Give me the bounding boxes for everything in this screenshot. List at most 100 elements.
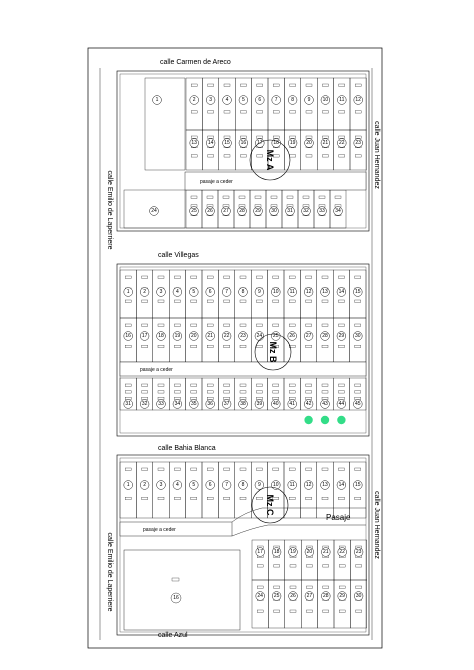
lot-number: 11 — [339, 97, 344, 103]
lot-a-16: 16 — [235, 129, 252, 171]
lot-number: 5 — [192, 289, 195, 295]
lot-number: 18 — [274, 549, 280, 555]
lot-b-1: 1 — [119, 269, 137, 319]
lot-number: 2 — [193, 97, 196, 103]
lot-b-5: 5 — [185, 269, 203, 319]
lot-b-15: 15 — [349, 269, 367, 319]
lot-b-17: 17 — [136, 317, 153, 363]
street-right-label-2: calle Juan Hernandez — [373, 491, 380, 559]
lot-b-3: 3 — [152, 269, 170, 319]
lot-c-9: 9 — [251, 461, 268, 519]
passage-a — [184, 171, 367, 191]
block-b-label: Mz B — [268, 342, 278, 363]
lot-b-27: 27 — [300, 317, 317, 363]
lot-b-31: 31 — [119, 377, 137, 411]
highlight-marker-43 — [320, 415, 330, 425]
lot-b-28: 28 — [316, 317, 334, 363]
lot-number: 3 — [160, 289, 163, 295]
lot-b-42: 42 — [300, 377, 317, 425]
lot-number: 18 — [158, 333, 164, 339]
lot-number: 8 — [291, 97, 294, 103]
lot-c-19: 19 — [284, 539, 302, 581]
block-a-marker — [249, 139, 291, 181]
lot-b-18: 18 — [152, 317, 170, 363]
lot-number: 4 — [176, 482, 179, 488]
lot-c-11: 11 — [283, 461, 301, 519]
lot-c-16-number: 16 — [173, 595, 179, 601]
lot-number: 22 — [339, 549, 345, 555]
lot-a-14: 14 — [202, 129, 219, 171]
street-left-label-1: calle Emilio de Laperriere — [106, 171, 113, 250]
lot-number: 15 — [224, 140, 230, 146]
lot-number: 29 — [339, 593, 345, 599]
lot-number: 26 — [290, 593, 296, 599]
block-c-label: Mz C — [265, 495, 275, 516]
street-left-label-2: calle Emilio de Laperriere — [106, 533, 113, 612]
lot-number: 31 — [125, 401, 131, 407]
block-a-label: Mz A — [265, 150, 275, 171]
passage-b-label: pasaje a ceder — [140, 367, 173, 373]
passage-c — [119, 521, 233, 537]
lot-b-39: 39 — [251, 377, 268, 411]
lot-c-18: 18 — [268, 539, 285, 581]
lot-a-24 — [123, 189, 186, 229]
lot-number: 23 — [355, 140, 361, 146]
block-c-marker — [251, 486, 289, 524]
plan-frame — [87, 47, 383, 649]
lot-number: 20 — [307, 549, 313, 555]
lot-c-29: 29 — [333, 579, 351, 629]
lot-a-1 — [144, 77, 186, 171]
lot-number: 30 — [356, 593, 362, 599]
lot-number: 37 — [224, 401, 230, 407]
lot-number: 24 — [257, 333, 263, 339]
lot-a-2: 2 — [185, 77, 203, 131]
lot-number: 16 — [241, 140, 247, 146]
lot-number: 16 — [125, 333, 131, 339]
lot-a-30: 30 — [265, 189, 283, 229]
lot-number: 28 — [323, 593, 329, 599]
lot-number: 18 — [273, 140, 279, 146]
lot-number: 10 — [323, 97, 329, 103]
lot-b-6: 6 — [201, 269, 219, 319]
lot-number: 26 — [207, 208, 213, 214]
lot-a-13: 13 — [185, 129, 203, 171]
lot-number: 25 — [273, 333, 279, 339]
lot-b-20: 20 — [185, 317, 203, 363]
lot-number: 22 — [339, 140, 345, 146]
pasaje-label: Pasaje — [326, 513, 351, 522]
lot-c-8: 8 — [234, 461, 252, 519]
lot-number: 13 — [322, 289, 328, 295]
lot-number: 1 — [127, 289, 130, 295]
lot-b-13: 13 — [316, 269, 334, 319]
lot-number: 22 — [224, 333, 230, 339]
block-b-marker — [254, 333, 292, 371]
lot-b-38: 38 — [234, 377, 252, 411]
lot-number: 29 — [255, 208, 261, 214]
lot-a-26: 26 — [201, 189, 219, 229]
lot-number: 3 — [209, 97, 212, 103]
lot-c-14: 14 — [333, 461, 350, 519]
lot-number: 23 — [240, 333, 246, 339]
lot-number: 14 — [339, 289, 345, 295]
lot-b-33: 33 — [152, 377, 170, 411]
street-bottom-label: calle Azul — [158, 632, 188, 639]
lot-a-22: 22 — [333, 129, 351, 171]
lot-c-7: 7 — [218, 461, 235, 519]
lot-number: 7 — [225, 482, 228, 488]
lot-number: 14 — [208, 140, 214, 146]
lot-c-20: 20 — [301, 539, 318, 581]
lot-number: 35 — [191, 401, 197, 407]
lot-number: 32 — [303, 208, 309, 214]
lot-c-12: 12 — [300, 461, 317, 519]
lot-a-3: 3 — [202, 77, 219, 131]
lot-c-3: 3 — [152, 461, 170, 519]
lot-a-7: 7 — [267, 77, 285, 131]
lot-a-10: 10 — [317, 77, 334, 131]
lot-a-9: 9 — [300, 77, 318, 131]
lot-number: 19 — [290, 140, 296, 146]
lot-number: 27 — [306, 333, 312, 339]
lot-number: 21 — [323, 140, 329, 146]
lot-number: 45 — [355, 401, 361, 407]
